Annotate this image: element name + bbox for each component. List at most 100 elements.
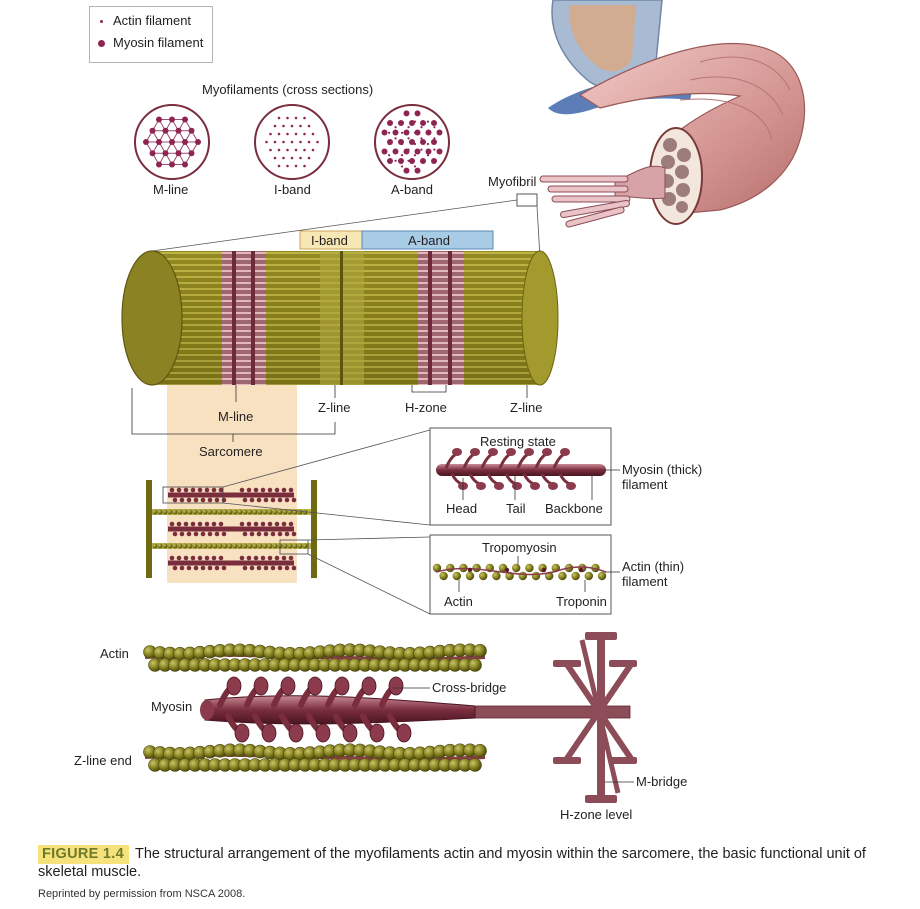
actin-bead	[272, 543, 278, 549]
actin-dot	[282, 124, 285, 128]
actin-bead	[152, 509, 158, 515]
actin-dot	[311, 148, 315, 152]
actin-bead	[172, 509, 178, 515]
myosin-head	[277, 565, 283, 571]
myosin-dot-icon	[98, 40, 105, 48]
myosin-dot	[403, 167, 410, 174]
actin-dot	[286, 116, 289, 120]
myosin-dot	[403, 110, 410, 117]
muscle-belly	[578, 43, 806, 216]
myosin-head	[253, 487, 259, 493]
myosin-dot	[169, 161, 175, 168]
actin-bead	[472, 563, 481, 573]
actin-dot	[303, 116, 306, 120]
myosin-dot	[398, 119, 404, 126]
actin-dot	[269, 148, 272, 152]
myosin-dot	[431, 158, 437, 165]
actin-dot	[420, 159, 423, 162]
actin-dot	[400, 154, 404, 157]
myosin-head	[542, 448, 552, 456]
backbone-label: Backbone	[545, 501, 603, 516]
myosin-head	[476, 482, 486, 490]
i-band-cs-label: I-band	[274, 182, 311, 197]
actin-dot	[420, 148, 423, 151]
myosin-head	[470, 448, 480, 456]
actin-bead	[167, 509, 173, 515]
myosin-dot	[392, 129, 399, 136]
actin-bead	[232, 543, 238, 549]
head-label: Head	[446, 501, 477, 516]
m-line-band-right	[418, 251, 464, 385]
myosin-head	[281, 487, 287, 493]
actin-bead	[262, 543, 268, 549]
myosin-head	[197, 555, 203, 561]
myosin-dot	[436, 148, 443, 155]
troponin-dot	[504, 567, 510, 573]
myosin-head	[256, 565, 262, 571]
caption-text: The structural arrangement of the myofil…	[38, 846, 866, 880]
actin-bead	[242, 543, 248, 549]
myosin-head	[204, 555, 210, 561]
myosin-dot	[169, 139, 175, 145]
actin-bead	[222, 509, 228, 515]
myosin-head	[169, 487, 175, 493]
sarcomere-highlight	[167, 385, 297, 583]
myosin-head	[179, 531, 185, 537]
myosin-head	[263, 497, 269, 503]
thick-filament-inset: Resting state Head Tail Backbone	[429, 427, 612, 526]
myofibril-cylinder	[121, 250, 559, 386]
actin-bead	[282, 509, 288, 515]
actin-thin-label-2: filament	[622, 574, 668, 589]
myosin-head	[494, 482, 504, 490]
myosin-head	[214, 565, 220, 571]
actin-bead	[207, 509, 213, 515]
cylinder-end-face	[121, 250, 183, 386]
myosin-dot	[425, 148, 432, 155]
actin-dot	[294, 148, 298, 152]
myosin-dot	[149, 150, 156, 157]
z-disc-left	[146, 480, 152, 578]
actin-dot	[413, 131, 417, 134]
zoom-line-right	[536, 205, 541, 259]
actin-dot	[394, 137, 397, 140]
actin-dot	[433, 148, 436, 151]
actin-bead	[597, 571, 607, 581]
myosin-dot	[195, 139, 201, 145]
actin-dot	[282, 140, 285, 144]
actin-dot	[413, 142, 417, 146]
myosin-head	[226, 676, 242, 696]
myosin-head	[288, 723, 304, 743]
myosin-head	[274, 521, 280, 527]
actin-dot	[299, 124, 302, 128]
tail-label: Tail	[506, 501, 526, 516]
myosin-dot	[392, 148, 399, 155]
figure-number: FIGURE 1.4	[38, 845, 129, 864]
troponin-label: Troponin	[556, 594, 607, 609]
m-bridge-structure	[439, 632, 637, 803]
actin-dot	[400, 165, 404, 168]
actin-bead	[302, 543, 308, 549]
myosin-dot	[162, 150, 169, 157]
actin-bead	[277, 509, 283, 515]
actin-bead	[157, 509, 163, 515]
myosin-head	[253, 555, 259, 561]
myosin-head	[207, 565, 213, 571]
myosin-head	[246, 555, 252, 561]
myosin-head	[172, 497, 178, 503]
myosin-head	[270, 531, 276, 537]
myosin-head	[207, 497, 213, 503]
myosin-head	[307, 676, 323, 696]
myosin-dot	[381, 129, 388, 136]
myosin-head	[200, 497, 206, 503]
myosin-head	[274, 555, 280, 561]
actin-bead	[237, 543, 243, 549]
myosin-head	[249, 531, 255, 537]
myosin-dot	[169, 116, 175, 123]
thin-filament-inset: Tropomyosin Actin Troponin	[429, 534, 612, 615]
myosin-head	[281, 555, 287, 561]
myosin-head	[512, 482, 522, 490]
actin-dot	[316, 140, 319, 144]
myosin-backbone	[436, 464, 606, 476]
actin-bead	[512, 563, 521, 573]
